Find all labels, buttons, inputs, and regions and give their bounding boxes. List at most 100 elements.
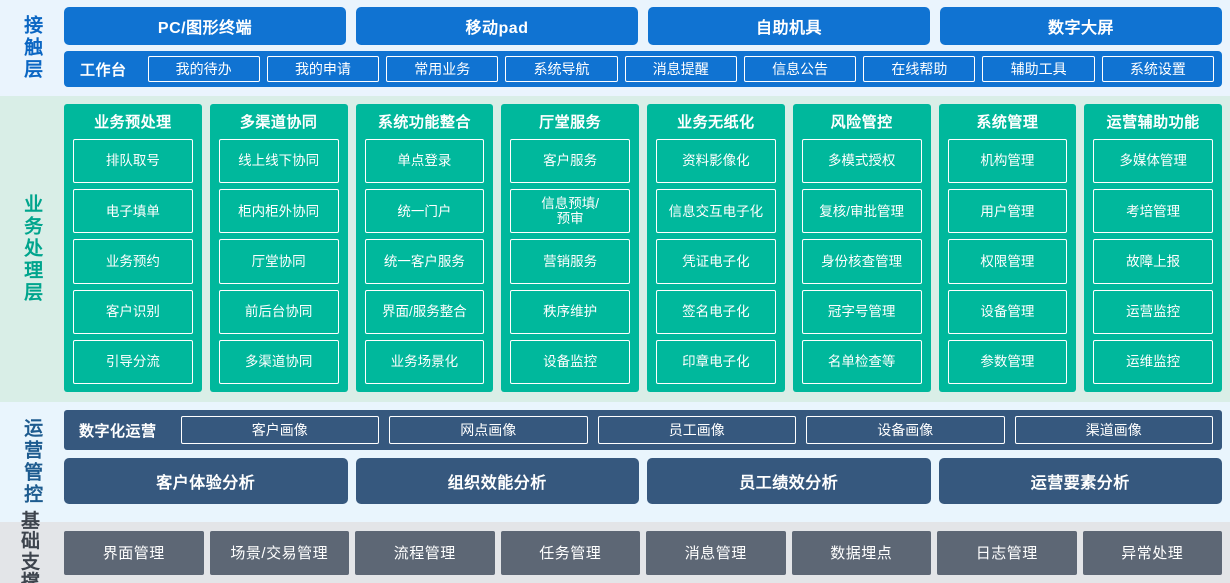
business-item[interactable]: 信息交互电子化 — [656, 189, 776, 234]
business-item[interactable]: 厅堂协同 — [218, 239, 339, 284]
business-item[interactable]: 秩序维护 — [510, 289, 630, 334]
business-column-ops-support: 运营辅助功能 多媒体管理 考培管理 故障上报 运营监控 运维监控 — [1084, 104, 1222, 392]
business-column-multichannel: 多渠道协同 线上线下协同 柜内柜外协同 厅堂协同 前后台协同 多渠道协同 — [209, 104, 348, 392]
workbench-title: 工作台 — [80, 61, 127, 79]
business-item[interactable]: 柜内柜外协同 — [218, 189, 339, 234]
business-item[interactable]: 界面/服务整合 — [364, 289, 485, 334]
analysis-item-org-efficiency[interactable]: 组织效能分析 — [355, 458, 639, 504]
workbench-item-online-help[interactable]: 在线帮助 — [863, 56, 976, 82]
business-item[interactable]: 业务场景化 — [364, 339, 485, 385]
business-column-risk-control: 风险管控 多模式授权 复核/审批管理 身份核查管理 冠字号管理 名单检查等 — [792, 104, 931, 392]
business-item[interactable]: 排队取号 — [73, 139, 193, 184]
business-item[interactable]: 引导分流 — [73, 339, 193, 385]
layer-label-business: 业务处理层 — [0, 96, 62, 402]
layer-label-contact-text: 接触层 — [21, 15, 43, 81]
business-item[interactable]: 业务预约 — [73, 239, 193, 284]
business-item[interactable]: 参数管理 — [947, 339, 1068, 385]
foundation-item-ui-management[interactable]: 界面管理 — [64, 530, 204, 575]
channel-chip-pc[interactable]: PC/图形终端 — [64, 7, 346, 45]
layer-contact: 接触层 PC/图形终端 移动pad 自助机具 数字大屏 工作台 我的待办 我的申… — [0, 0, 1230, 96]
layer-label-business-text: 业务处理层 — [21, 194, 43, 304]
workbench-item-system-settings[interactable]: 系统设置 — [1101, 56, 1215, 82]
foundation-item-process-management[interactable]: 流程管理 — [355, 530, 495, 575]
business-item[interactable]: 客户服务 — [510, 139, 630, 184]
channel-chip-mobile-pad[interactable]: 移动pad — [356, 7, 638, 45]
foundation-row: 界面管理 场景/交易管理 流程管理 任务管理 消息管理 数据埋点 日志管理 异常… — [64, 530, 1222, 575]
portrait-item-branch[interactable]: 网点画像 — [389, 416, 588, 444]
analysis-item-operation-factor[interactable]: 运营要素分析 — [938, 458, 1222, 504]
business-item[interactable]: 权限管理 — [947, 239, 1068, 284]
business-item[interactable]: 签名电子化 — [656, 289, 776, 334]
workbench-item-system-nav[interactable]: 系统导航 — [505, 56, 618, 82]
business-column-title: 业务预处理 — [94, 114, 172, 131]
portrait-item-customer[interactable]: 客户画像 — [180, 416, 380, 444]
business-item[interactable]: 单点登录 — [364, 139, 485, 184]
foundation-item-data-tracking[interactable]: 数据埋点 — [791, 530, 931, 575]
business-item[interactable]: 冠字号管理 — [801, 289, 922, 334]
analysis-row: 客户体验分析 组织效能分析 员工绩效分析 运营要素分析 — [64, 458, 1222, 504]
foundation-item-task-management[interactable]: 任务管理 — [500, 530, 640, 575]
business-column-title: 业务无纸化 — [677, 114, 755, 131]
workbench-item-my-application[interactable]: 我的申请 — [266, 56, 380, 82]
business-item[interactable]: 身份核查管理 — [801, 239, 922, 284]
business-item[interactable]: 电子填单 — [73, 189, 193, 234]
business-item[interactable]: 考培管理 — [1093, 189, 1213, 234]
business-item[interactable]: 设备监控 — [510, 339, 630, 385]
business-item[interactable]: 客户识别 — [73, 289, 193, 334]
foundation-item-message-management[interactable]: 消息管理 — [646, 530, 786, 575]
business-item[interactable]: 线上线下协同 — [218, 139, 339, 184]
foundation-item-exception-handling[interactable]: 异常处理 — [1082, 530, 1222, 575]
portrait-item-channel[interactable]: 渠道画像 — [1014, 416, 1214, 444]
business-item[interactable]: 多媒体管理 — [1093, 139, 1213, 184]
business-item[interactable]: 多模式授权 — [801, 139, 922, 184]
business-column-title: 运营辅助功能 — [1106, 114, 1200, 131]
workbench-item-announcement[interactable]: 信息公告 — [743, 56, 857, 82]
workbench-item-my-todo[interactable]: 我的待办 — [147, 56, 260, 82]
layer-business: 业务处理层 业务预处理 排队取号 电子填单 业务预约 客户识别 引导分流 多渠道… — [0, 96, 1230, 402]
channel-chip-digital-screen[interactable]: 数字大屏 — [940, 7, 1222, 45]
analysis-item-customer-experience[interactable]: 客户体验分析 — [64, 458, 348, 504]
layer-operations: 运营管控 数字化运营 客户画像 网点画像 员工画像 设备画像 渠道画像 客户体验… — [0, 402, 1230, 522]
business-item[interactable]: 故障上报 — [1093, 239, 1213, 284]
layer-contact-body: PC/图形终端 移动pad 自助机具 数字大屏 工作台 我的待办 我的申请 常用… — [62, 0, 1230, 96]
layer-label-operations-text: 运营管控 — [21, 418, 43, 506]
business-item[interactable]: 前后台协同 — [218, 289, 339, 334]
business-item[interactable]: 资料影像化 — [656, 139, 776, 184]
channel-row: PC/图形终端 移动pad 自助机具 数字大屏 — [64, 7, 1222, 45]
business-item[interactable]: 机构管理 — [947, 139, 1068, 184]
business-item[interactable]: 统一客户服务 — [364, 239, 485, 284]
layer-label-foundation: 基础支撑 — [0, 512, 62, 583]
layer-foundation-body: 界面管理 场景/交易管理 流程管理 任务管理 消息管理 数据埋点 日志管理 异常… — [62, 522, 1230, 583]
workbench-item-common-business[interactable]: 常用业务 — [386, 56, 499, 82]
workbench-item-message-alert[interactable]: 消息提醒 — [624, 56, 737, 82]
business-item[interactable]: 设备管理 — [947, 289, 1068, 334]
portrait-item-employee[interactable]: 员工画像 — [597, 416, 797, 444]
business-column-lobby-service: 厅堂服务 客户服务 信息预填/ 预审 营销服务 秩序维护 设备监控 — [501, 104, 639, 392]
business-item[interactable]: 统一门户 — [364, 189, 485, 234]
business-item[interactable]: 多渠道协同 — [218, 339, 339, 385]
business-item[interactable]: 名单检查等 — [801, 339, 922, 385]
channel-chip-self-service[interactable]: 自助机具 — [648, 7, 930, 45]
business-item[interactable]: 用户管理 — [947, 189, 1068, 234]
portrait-item-device[interactable]: 设备画像 — [806, 416, 1005, 444]
workbench-item-aux-tools[interactable]: 辅助工具 — [982, 56, 1095, 82]
layer-label-contact: 接触层 — [0, 0, 62, 96]
layer-business-body: 业务预处理 排队取号 电子填单 业务预约 客户识别 引导分流 多渠道协同 线上线… — [62, 96, 1230, 402]
business-item[interactable]: 信息预填/ 预审 — [510, 189, 630, 234]
workbench-bar: 工作台 我的待办 我的申请 常用业务 系统导航 消息提醒 信息公告 在线帮助 辅… — [64, 51, 1222, 87]
business-item[interactable]: 凭证电子化 — [656, 239, 776, 284]
analysis-item-employee-performance[interactable]: 员工绩效分析 — [647, 458, 931, 504]
business-columns: 业务预处理 排队取号 电子填单 业务预约 客户识别 引导分流 多渠道协同 线上线… — [64, 104, 1222, 392]
business-item[interactable]: 运营监控 — [1093, 289, 1213, 334]
business-column-title: 系统功能整合 — [377, 114, 471, 131]
business-item[interactable]: 印章电子化 — [656, 339, 776, 385]
foundation-item-log-management[interactable]: 日志管理 — [937, 530, 1077, 575]
business-item[interactable]: 运维监控 — [1093, 339, 1213, 385]
business-item[interactable]: 营销服务 — [510, 239, 630, 284]
business-column-title: 系统管理 — [976, 114, 1039, 131]
layer-foundation: 基础支撑 界面管理 场景/交易管理 流程管理 任务管理 消息管理 数据埋点 日志… — [0, 512, 1230, 583]
foundation-item-scene-transaction[interactable]: 场景/交易管理 — [209, 530, 349, 575]
business-column-system-integration: 系统功能整合 单点登录 统一门户 统一客户服务 界面/服务整合 业务场景化 — [355, 104, 494, 392]
business-item[interactable]: 复核/审批管理 — [801, 189, 922, 234]
